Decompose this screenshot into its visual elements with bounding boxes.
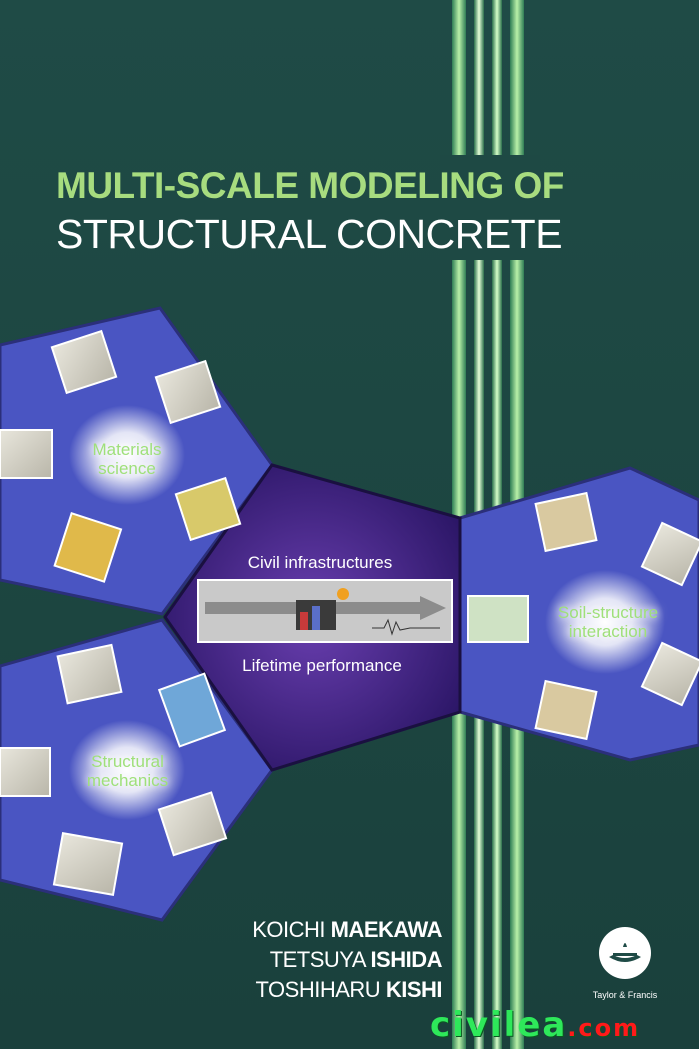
author-1-first: KOICHI	[252, 917, 325, 942]
structural-mechanics-text: Structural mechanics	[86, 752, 169, 790]
structural-mechanics-label: Structural mechanics	[80, 752, 175, 790]
watermark: civilea.com	[430, 1005, 640, 1045]
book-title: MULTI-SCALE MODELING OF STRUCTURAL CONCR…	[56, 165, 564, 258]
publisher-lamp-icon	[599, 927, 651, 979]
lifetime-performance-label: Lifetime performance	[242, 656, 402, 675]
title-backdrop	[440, 155, 540, 260]
materials-tiles	[0, 329, 242, 583]
publisher-block: Taylor & Francis	[580, 925, 670, 1000]
author-2-last: ISHIDA	[370, 947, 442, 972]
author-3-last: KISHI	[385, 977, 443, 1002]
author-3-first: TOSHIHARU	[255, 977, 381, 1002]
structural-tiles	[0, 643, 228, 896]
soil-structure-text: Soil-structure interaction	[557, 603, 659, 641]
publisher-name: Taylor & Francis	[592, 990, 658, 1000]
structural-glow	[69, 720, 185, 820]
timeline-bar	[197, 579, 453, 643]
author-3: TOSHIHARU KISHI	[250, 975, 443, 1005]
civil-infrastructures-label: Civil infrastructures	[247, 553, 393, 572]
materials-science-label: Materials science	[82, 440, 172, 478]
watermark-suffix: .com	[567, 1014, 641, 1042]
title-line-2: STRUCTURAL CONCRETE	[56, 211, 563, 257]
soil-tiles	[467, 491, 699, 741]
author-1: KOICHI MAEKAWA	[250, 915, 442, 945]
soil-structure-label: Soil-structure interaction	[552, 603, 664, 641]
watermark-main: civilea	[430, 1005, 568, 1045]
author-list: KOICHI MAEKAWA TETSUYA ISHIDA TOSHIHARU …	[250, 915, 442, 1005]
soil-glow	[545, 570, 665, 674]
author-1-last: MAEKAWA	[330, 917, 443, 942]
author-2: TETSUYA ISHIDA	[250, 945, 443, 975]
materials-science-text: Materials science	[92, 440, 162, 478]
title-line-1: MULTI-SCALE MODELING OF	[56, 165, 564, 206]
materials-glow	[69, 405, 185, 505]
author-2-first: TETSUYA	[269, 947, 366, 972]
